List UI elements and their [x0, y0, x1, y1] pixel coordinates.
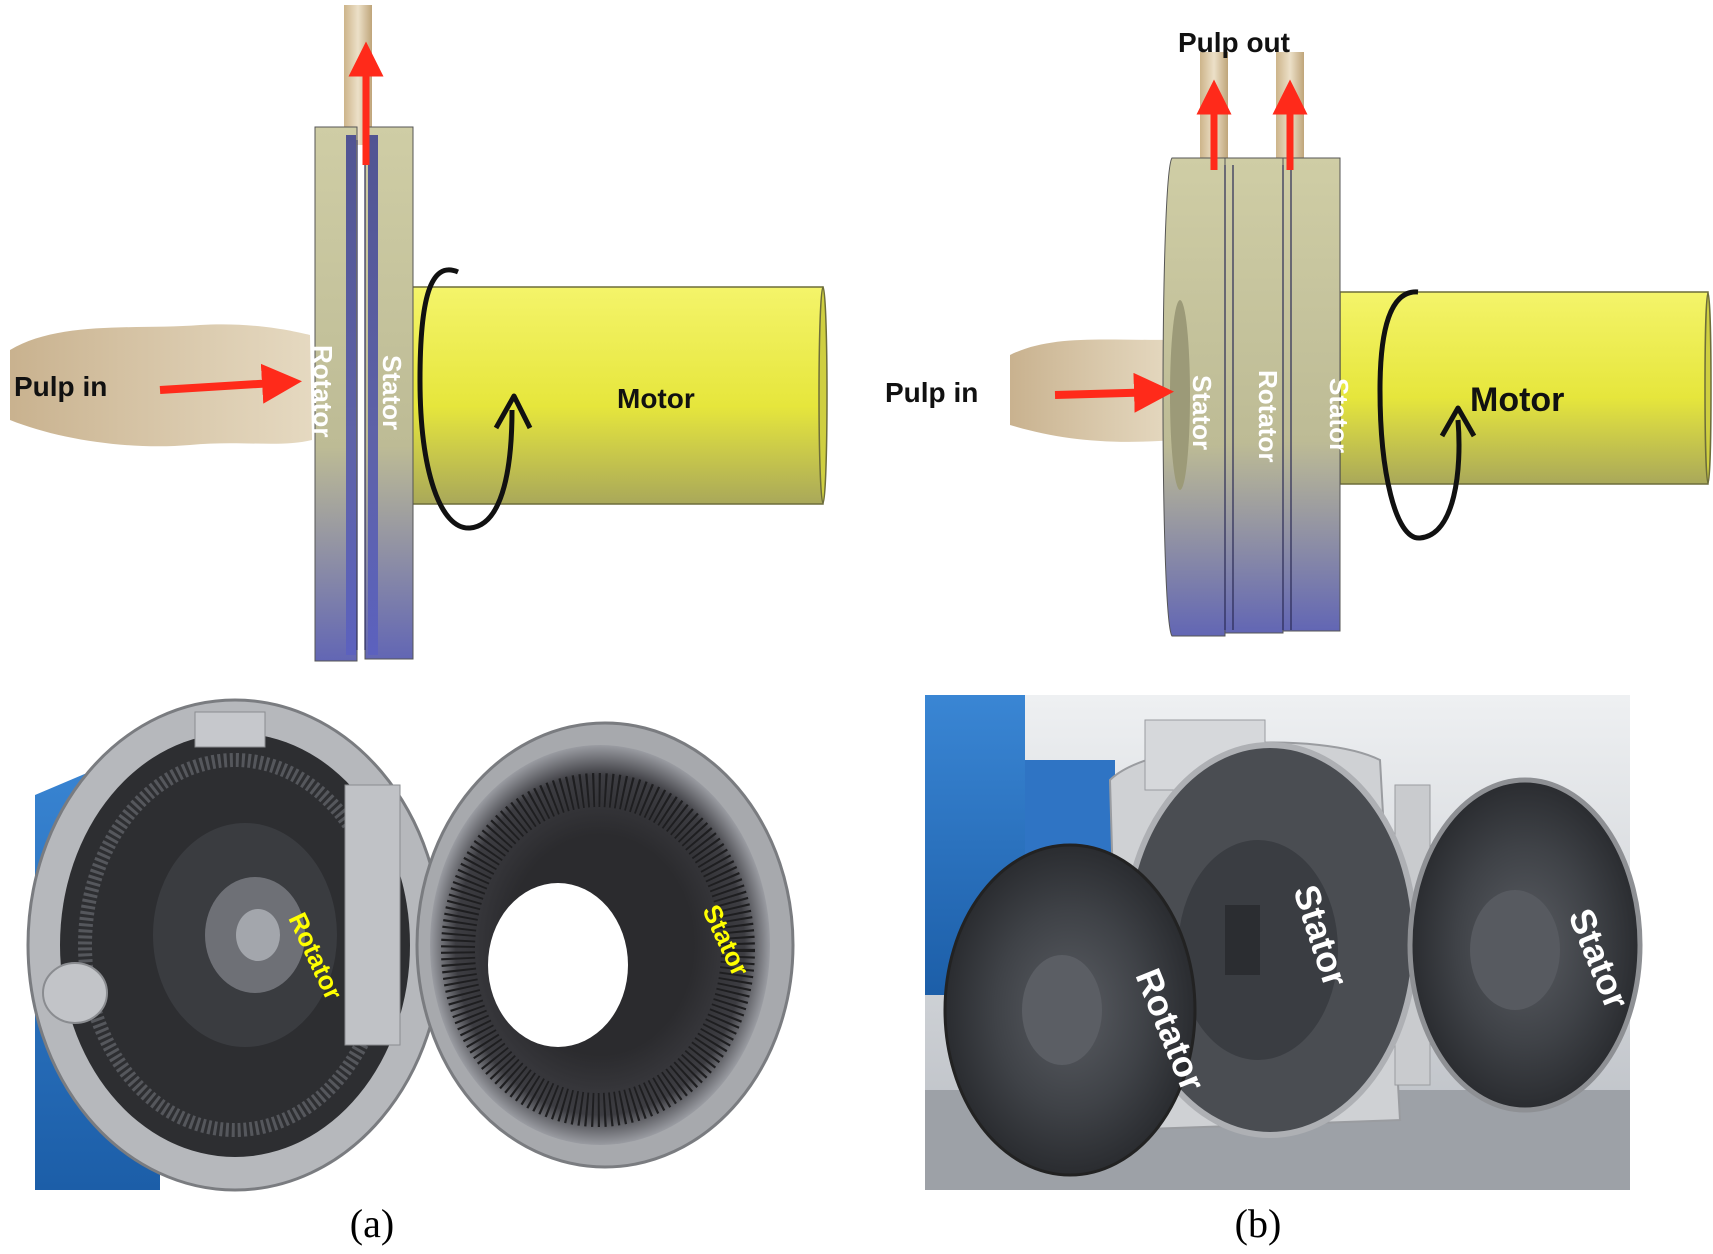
stator-center-hole: [488, 883, 628, 1047]
refining-gaps-b: [1224, 165, 1292, 630]
door-hinge: [344, 784, 401, 1046]
pulp-in-arrow-b: [1054, 372, 1174, 413]
rotation-arrowhead-b: [1439, 405, 1477, 438]
caption-a: (a): [349, 1201, 395, 1246]
pulp-in-arrow-a: [159, 363, 302, 404]
label-pulp-out-b: Pulp out: [1178, 27, 1290, 58]
pulp-in-flow: [10, 324, 312, 447]
label-rotator-a: Rotator: [308, 345, 338, 437]
label-rotator-b: Rotator: [1253, 370, 1283, 462]
rotation-arrow-b: [1377, 289, 1462, 541]
panel-b-photo: Rotator Stator Stator: [925, 695, 1643, 1190]
label-stator-right-b: Stator: [1324, 378, 1354, 453]
motor-cylinder-b: [1339, 291, 1712, 485]
stator-disc-left-b: [1162, 157, 1226, 637]
rotation-arrowhead: [493, 393, 533, 430]
motor-cylinder: [407, 286, 828, 505]
housing-side-flange: [42, 962, 108, 1024]
caption-b: (b): [1234, 1201, 1282, 1246]
panel-a-schematic: Pulp in Rotator Stator Motor: [10, 5, 828, 662]
label-stator-a: Stator: [377, 355, 407, 430]
label-motor-b: Motor: [1470, 381, 1564, 419]
stator-disc: [364, 126, 414, 660]
label-stator-left-b: Stator: [1187, 375, 1217, 450]
panel-a-photo: Rotator Stator: [26, 690, 795, 1192]
label-pulp-in-b: Pulp in: [885, 377, 978, 408]
rotation-arrow: [417, 267, 515, 531]
label-motor-a: Motor: [617, 383, 695, 414]
housing-top-port: [194, 711, 266, 748]
panel-b-schematic: Pulp out Pulp in Stator Rotator Stator M…: [885, 27, 1712, 637]
rotator-disc: [314, 126, 358, 662]
refining-gap: [356, 140, 366, 650]
rotator-disc-b: [1224, 157, 1284, 634]
label-pulp-in-a: Pulp in: [14, 371, 107, 402]
